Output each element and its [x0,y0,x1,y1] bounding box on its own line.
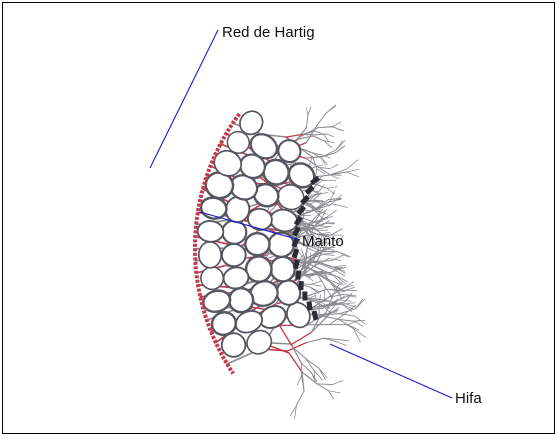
hypha-segment [346,172,358,177]
hypha-segment [297,376,301,385]
root-cell [198,241,221,268]
hypha-segment [316,114,325,127]
hypha-segment [339,340,349,341]
hypha-segment [325,286,333,298]
hypha-segment [338,252,351,257]
root-cell [221,220,247,245]
hypha-segment [289,353,302,372]
hypha-segment [321,226,332,227]
hypha-segment [332,204,347,208]
hypha-segment [307,108,308,116]
hypha-segment [311,284,322,286]
hypha-segment [332,122,341,127]
label-mantle: Manto [302,233,344,250]
hypha-segment [323,254,334,255]
leader-line-hartig-net [150,30,218,168]
hypha-segment [330,165,338,169]
hypha-segment [306,359,319,368]
root-cell [268,232,294,257]
inner-cell-mark [302,291,307,300]
hypha-segment [318,127,333,128]
hypha-segment [316,227,327,229]
hypha-segment [317,169,325,175]
root-cell [197,220,224,243]
hypha-segment [317,384,333,385]
leader-line-hypha [330,344,452,398]
hypha-segment [354,320,365,321]
hypha-segment [318,314,340,315]
hypha-segment [293,347,306,359]
label-hartig-net: Red de Hartig [222,24,315,41]
hypha-segment [317,384,329,391]
hypha-segment [327,187,337,189]
hypha-segment [313,136,324,141]
hypha-segment [330,314,345,325]
inner-cell-mark [312,310,319,320]
hypha-segment [308,107,311,116]
inner-cell-mark [298,281,303,290]
hypha-segment [326,134,333,137]
hypha-segment [345,303,355,304]
hypha-segment [336,140,345,149]
hypha-segment [348,325,359,331]
hypha-segment [325,105,335,114]
hypha-segment [329,391,334,399]
hypha-segment [336,342,346,346]
hypha-segment [319,368,327,378]
hypha-segment [297,391,305,405]
hypha-segment [332,381,343,385]
hypha-segment [307,338,324,342]
root-cell [221,244,246,267]
hypha-segment [346,169,359,172]
hypha-segment [308,226,321,227]
hypha-segment [327,188,335,194]
hypha-segment [306,116,308,128]
hypha-segment [346,160,358,170]
hypha-segment [332,265,345,267]
hypha-segment [324,286,325,301]
hypha-segment [310,287,320,292]
hypha-segment [329,391,341,393]
hypha-segment [311,281,322,285]
hypha-segment [323,253,333,255]
hypha-segment [338,300,351,302]
hypha-segment [314,371,315,383]
label-hypha: Hifa [455,390,482,407]
root-cell [245,233,270,256]
hypha-segment [316,134,326,135]
hypha-segment [333,127,342,131]
